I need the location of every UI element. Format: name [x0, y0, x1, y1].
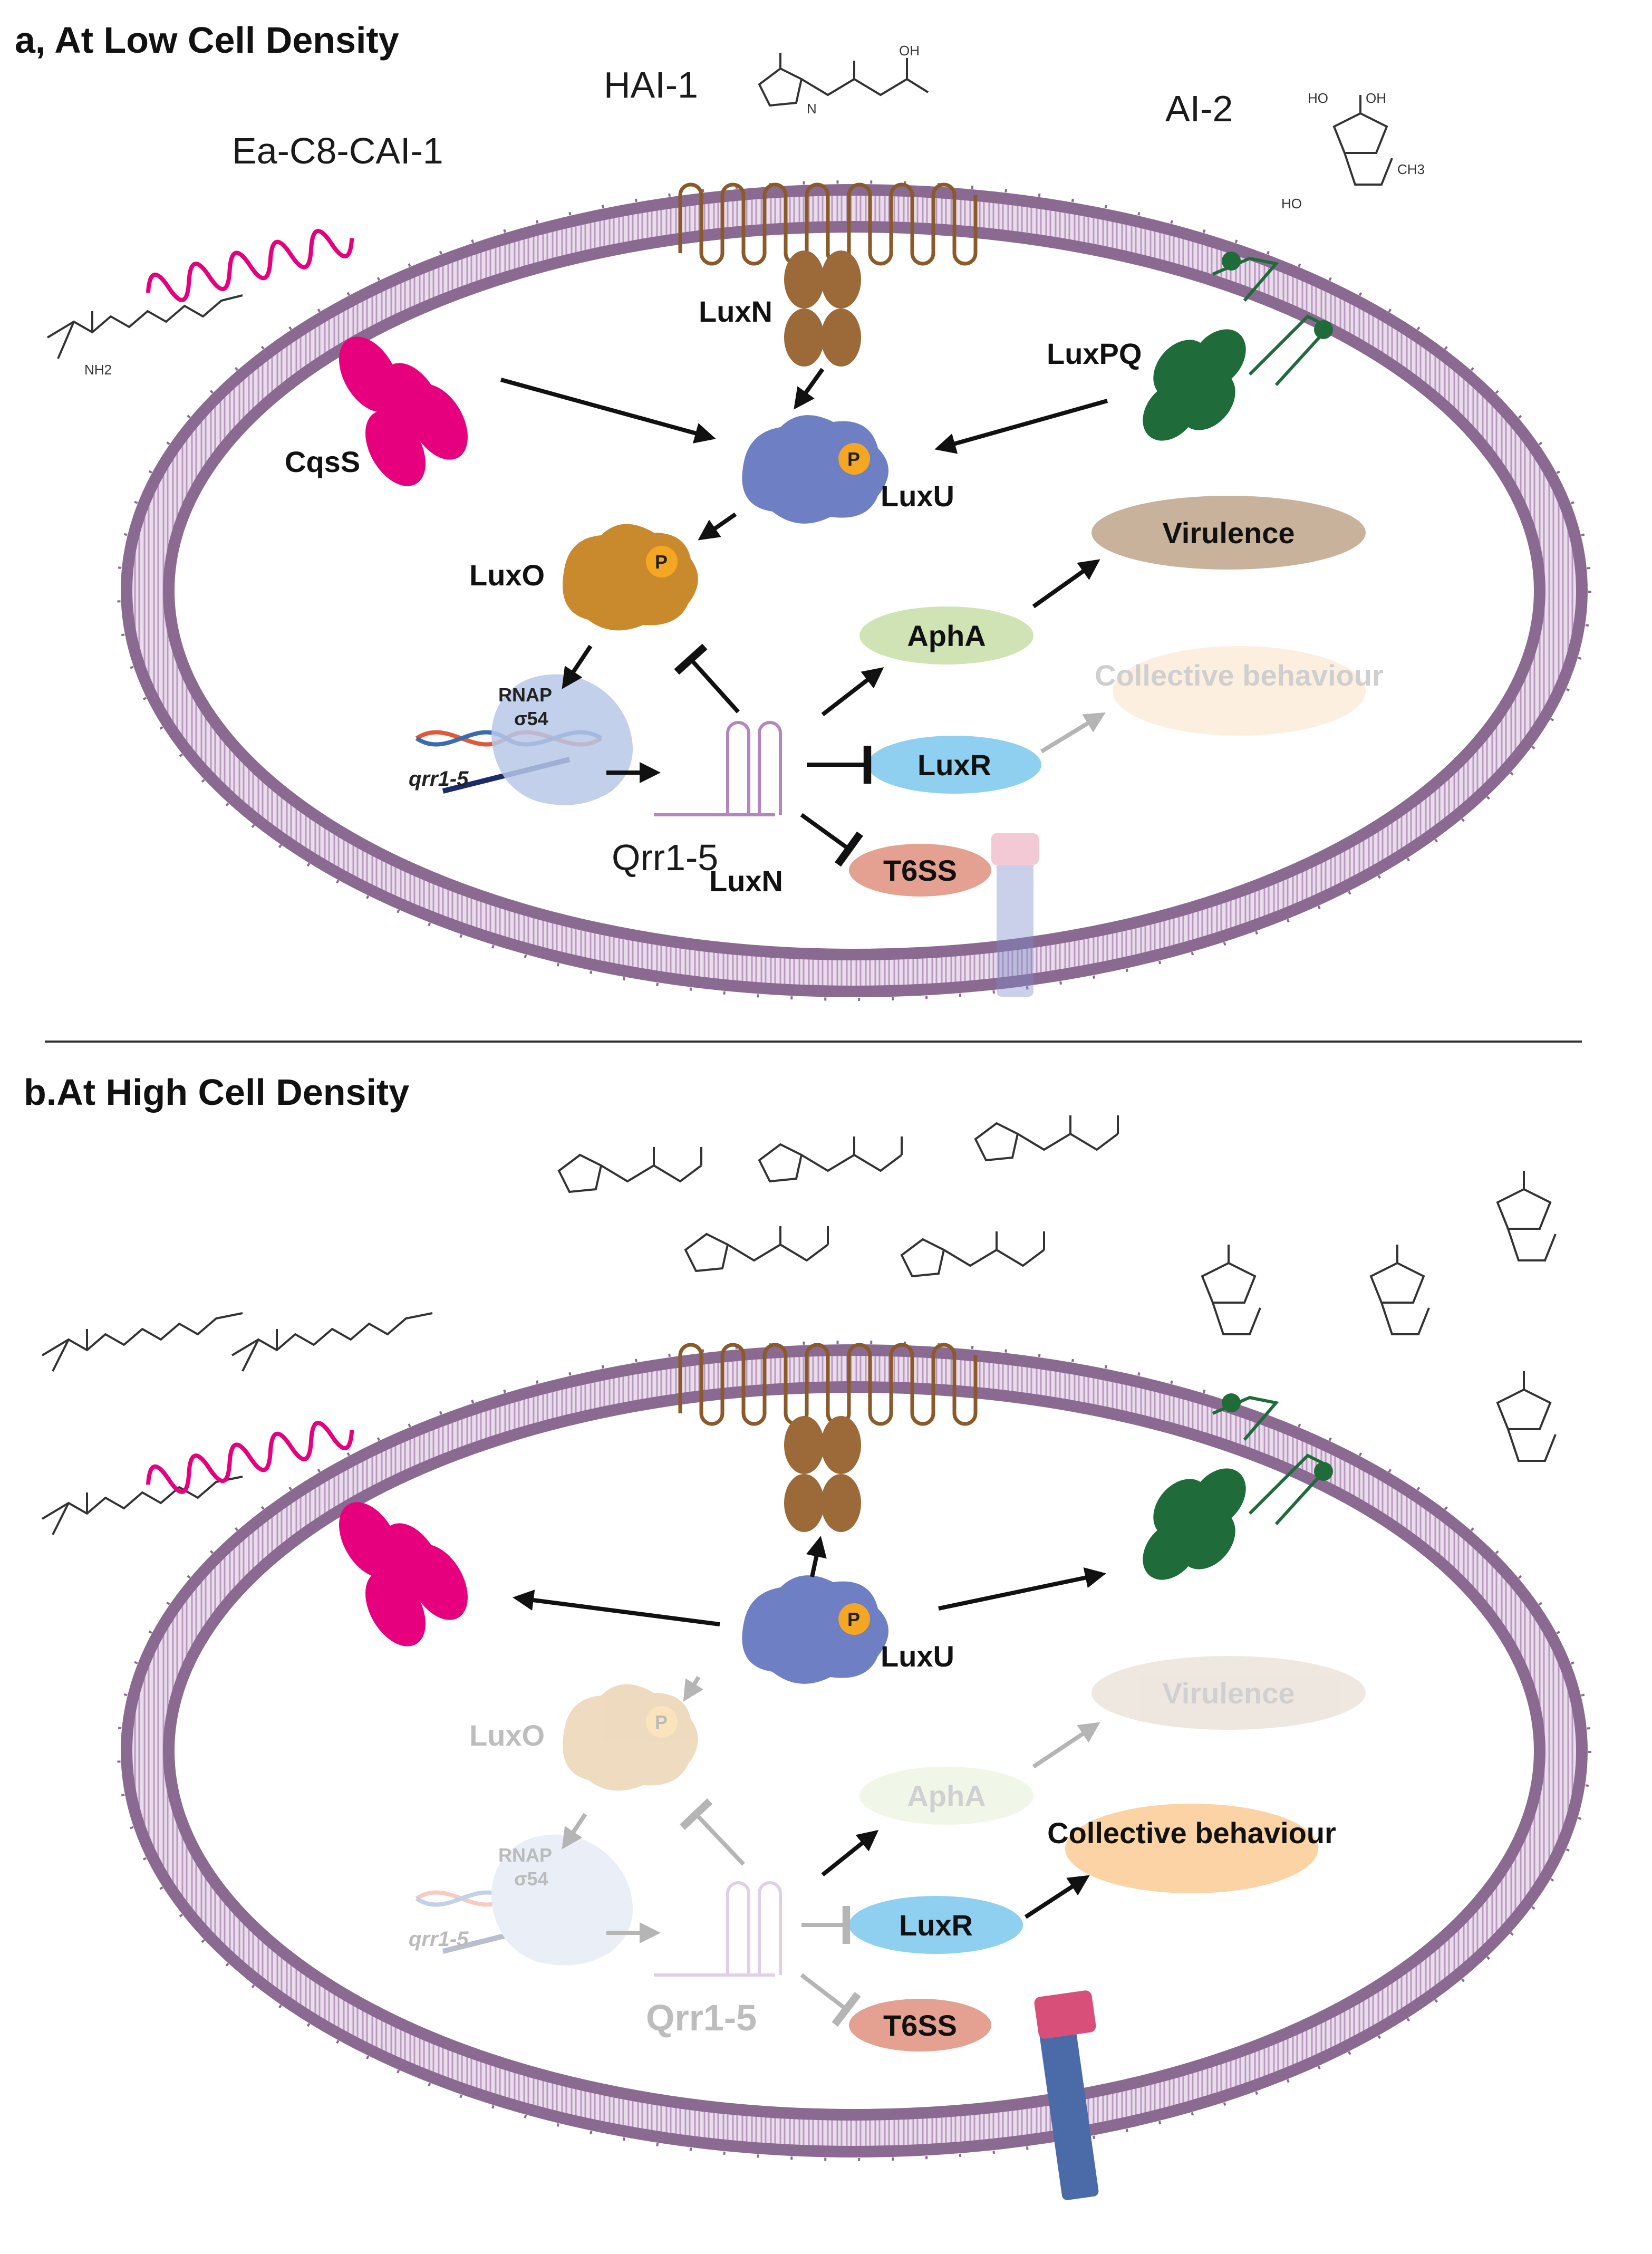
luxpq-receptor — [1143, 252, 1333, 441]
cai1-molecules-b — [41, 1312, 433, 1535]
sigma-label-b: σ54 — [514, 1868, 548, 1890]
panel-b-title: b.At High Cell Density — [24, 1072, 409, 1113]
apha-pill-a: AphA — [859, 606, 1033, 664]
luxu-label-b: LuxU — [881, 1640, 954, 1673]
luxr-text-b: LuxR — [899, 1909, 973, 1942]
qrr-gene-label: qrr1-5 — [409, 767, 469, 791]
hai1-label: HAI-1 — [604, 64, 698, 105]
luxo-label: LuxO — [469, 558, 545, 592]
apha-text-b: AphA — [907, 1779, 986, 1813]
qrr-rna-label: Qrr1-5 — [612, 837, 718, 878]
hai1-molecules-b — [557, 1115, 1119, 1278]
luxu-label: LuxU — [881, 479, 954, 513]
collective-pill-b: Collective behaviour — [1047, 1804, 1336, 1893]
luxn-receptor — [678, 182, 978, 367]
ai2-structure: HO OH CH3 HO — [1281, 90, 1425, 211]
luxo-protein: P — [563, 524, 698, 631]
hai1-structure: N OH — [758, 43, 929, 117]
t6ss-apparatus-b — [1034, 1990, 1099, 2200]
ai2-ho2: HO — [1281, 196, 1302, 211]
qrr-rna — [654, 721, 782, 816]
panel-a: a, At Low Cell Density HAI-1 AI-2 Ea-C8-… — [15, 20, 1591, 1001]
luxo-protein-b: P — [563, 1684, 698, 1791]
ai2-oh: OH — [1366, 90, 1386, 106]
luxr-text-a: LuxR — [917, 748, 991, 782]
virulence-text-b: Virulence — [1162, 1677, 1294, 1710]
t6ss-text-a: T6SS — [883, 854, 957, 887]
t6ss-pill-b: T6SS — [849, 1999, 991, 2051]
panel-a-title: a, At Low Cell Density — [15, 20, 399, 61]
apha-text-a: AphA — [907, 619, 986, 652]
luxu-phospho-b: P — [847, 1608, 860, 1630]
hai1-oh: OH — [899, 43, 920, 59]
signaling-arrows-a — [500, 368, 1108, 867]
cqss-receptor-b — [146, 1421, 468, 1646]
panel-b: b.At High Cell Density — [24, 1072, 1591, 2200]
virulence-pill-a: Virulence — [1091, 496, 1366, 570]
ai2-ho: HO — [1308, 90, 1328, 106]
rnap-label: RNAP — [498, 684, 552, 706]
luxr-pill-b: LuxR — [849, 1896, 1023, 1954]
luxu-protein-b: P — [742, 1575, 888, 1684]
t6ss-text-b: T6SS — [883, 2009, 957, 2042]
qrr-rna-label-b: Qrr1-5 — [646, 1997, 757, 2038]
luxo-phospho-b: P — [655, 1711, 668, 1733]
rnap-label-b: RNAP — [498, 1844, 552, 1866]
cai1-structure: NH2 — [46, 294, 243, 378]
luxn-label: LuxN — [699, 295, 772, 328]
qrr-gene-label-b: qrr1-5 — [409, 1928, 469, 1951]
hai1-nh: N — [807, 101, 817, 117]
cai1-nh2: NH2 — [84, 362, 112, 378]
ai2-ch3: CH3 — [1397, 161, 1425, 177]
luxo-phospho: P — [655, 551, 668, 573]
luxpq-label: LuxPQ — [1047, 337, 1142, 370]
collective-text-b: Collective behaviour — [1047, 1816, 1336, 1850]
sigma-label: σ54 — [514, 708, 548, 729]
cai1-label: Ea-C8-CAI-1 — [232, 130, 443, 171]
qrr-rna-b — [654, 1881, 782, 1977]
luxr-pill-a: LuxR — [867, 736, 1041, 794]
signaling-arrows-b — [513, 1536, 1106, 2027]
ai2-molecules-b — [1201, 1171, 1557, 1462]
luxn-bottom-label: LuxN — [709, 864, 783, 898]
cqss-label: CqsS — [285, 445, 360, 478]
collective-text-a: Collective behaviour — [1095, 659, 1384, 692]
virulence-text-a: Virulence — [1162, 516, 1294, 550]
apha-pill-b: AphA — [859, 1767, 1033, 1825]
t6ss-apparatus-a — [991, 833, 1039, 997]
luxpq-receptor-b — [1143, 1393, 1333, 1580]
luxu-protein: P — [742, 415, 888, 524]
luxo-label-b: LuxO — [469, 1719, 545, 1752]
collective-pill-a: Collective behaviour — [1095, 646, 1384, 736]
rnap-dna-complex: RNAP σ54 qrr1-5 — [409, 674, 633, 805]
luxn-receptor-b — [678, 1343, 978, 1532]
t6ss-pill-a: T6SS — [849, 844, 991, 897]
ai2-label: AI-2 — [1165, 88, 1233, 129]
virulence-pill-b: Virulence — [1091, 1656, 1366, 1730]
cqss-receptor — [146, 229, 468, 486]
luxu-phospho: P — [847, 448, 860, 470]
rnap-dna-complex-b: RNAP σ54 qrr1-5 — [409, 1834, 633, 1966]
